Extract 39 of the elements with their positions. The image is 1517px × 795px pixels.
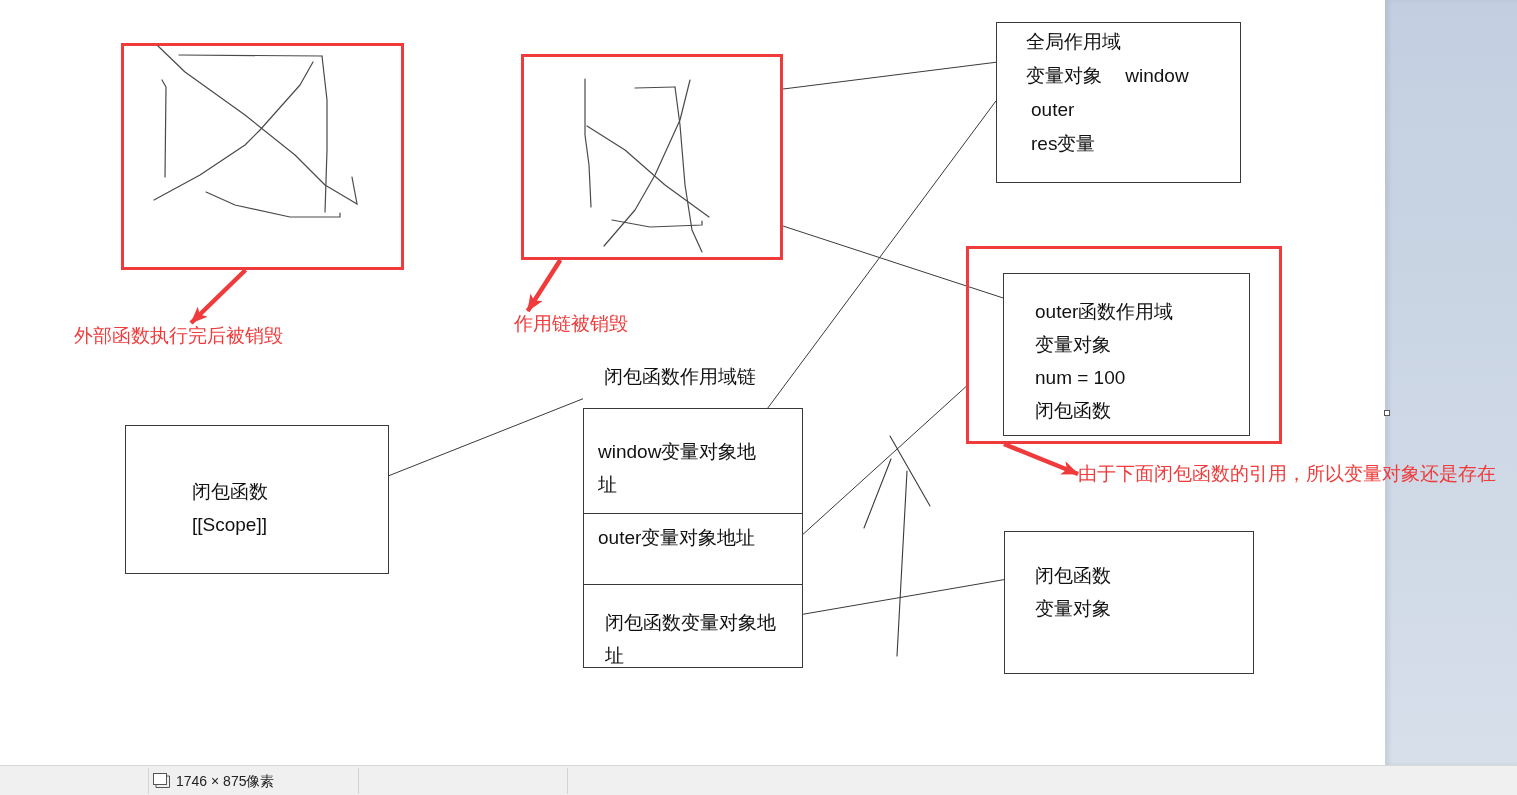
connector-line [802,579,1005,615]
scope-text: res变量 [1031,132,1096,156]
connector-line [388,398,584,477]
connector-line [767,100,997,409]
annotation-text: 作用链被销毁 [514,311,628,337]
scope-text: 变量对象 [1035,597,1111,621]
scope-text: num = 100 [1035,366,1126,390]
scope-title: outer函数作用域 [1035,300,1174,324]
function-name: 闭包函数 [1035,564,1111,588]
highlight-frame [966,246,1282,444]
annotation-text: 外部函数执行完后被销毁 [74,323,283,349]
scope-text: 闭包函数 [1035,399,1111,423]
image-size-text: 1746 × 875像素 [176,772,275,791]
crossed-out-box [521,54,783,260]
annotation-text: 由于下面闭包函数的引用，所以变量对象还是存在 [1078,461,1496,487]
arrow [1003,441,1079,477]
address-text: outer变量对象地址 [598,526,756,550]
stack-slot [583,584,803,668]
arrow [189,268,248,325]
outer-scope-box [1003,273,1250,436]
scope-title: 全局作用域 [1026,30,1121,54]
stack-slot [583,408,803,513]
variable-object-box [1004,531,1254,674]
connector-line [782,61,997,90]
arrow [525,258,563,313]
scope-text: 变量对象 window [1026,64,1189,88]
scope-text: 变量对象 [1035,333,1111,357]
global-scope-box [996,22,1241,183]
stack-slot [583,513,803,584]
stack-title: 闭包函数作用域链 [604,365,756,389]
crossed-out-box [121,43,404,270]
address-text: 闭包函数变量对象地址 [605,611,777,668]
connector-line [782,225,1004,299]
closure-function-box [125,425,389,574]
connector-line [802,386,967,535]
address-text: window变量对象地址 [598,440,758,497]
function-name: 闭包函数 [192,480,268,504]
scope-text: outer [1031,98,1075,122]
scope-property-text: [[Scope]] [192,513,267,537]
